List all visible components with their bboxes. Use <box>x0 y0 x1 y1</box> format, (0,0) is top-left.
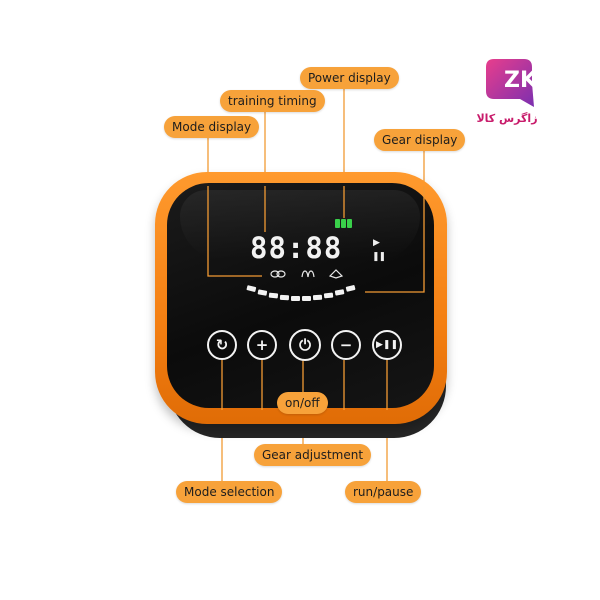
pause-indicator-icon: ❚❚ <box>372 252 386 262</box>
mode-selection-button[interactable]: ↻ <box>207 330 237 360</box>
logo-icon: ZK <box>486 59 536 107</box>
minus-icon: − <box>339 335 353 354</box>
gear-adjustment-label: Gear adjustment <box>254 444 372 466</box>
face-gloss <box>180 190 420 260</box>
run-pause-label: run/pause <box>345 481 422 503</box>
logo-text: زاگرس کالا <box>476 112 538 125</box>
gear-display-label: Gear display <box>374 129 466 151</box>
battery-icon <box>335 219 353 228</box>
play-indicator-icon: ▶ <box>373 238 380 248</box>
mode-b-icon <box>301 270 315 278</box>
gear-bar <box>312 294 323 301</box>
gear-bar <box>257 289 268 296</box>
mode-c-icon <box>328 269 344 279</box>
run-pause-button[interactable]: ▶❚❚ <box>372 330 402 360</box>
gear-bar <box>334 289 345 296</box>
gear-bar <box>246 285 257 292</box>
power-display-label: Power display <box>300 67 399 89</box>
logo-letters: ZK <box>504 68 536 93</box>
gear-bar <box>279 294 290 301</box>
gear-bar <box>291 296 300 301</box>
on-off-label: on/off <box>277 392 328 414</box>
mode-a-icon <box>270 270 286 278</box>
gear-bar <box>302 296 311 301</box>
play-pause-icon: ▶❚❚ <box>375 339 398 350</box>
gear-up-button[interactable]: + <box>247 330 277 360</box>
gear-bar <box>268 292 279 299</box>
power-button[interactable]: ⏻ <box>289 329 321 361</box>
training-timing-label: training timing <box>220 90 325 112</box>
timer-display: 88:88 <box>250 231 343 265</box>
mode-display-label: Mode display <box>164 116 260 138</box>
plus-icon: + <box>255 335 269 354</box>
gear-bar <box>323 292 334 299</box>
device-face <box>167 183 434 408</box>
cycle-icon: ↻ <box>215 335 229 354</box>
gear-down-button[interactable]: − <box>331 330 361 360</box>
power-icon: ⏻ <box>299 335 311 354</box>
mode-selection-label: Mode selection <box>176 481 283 503</box>
gear-bar <box>345 285 356 292</box>
